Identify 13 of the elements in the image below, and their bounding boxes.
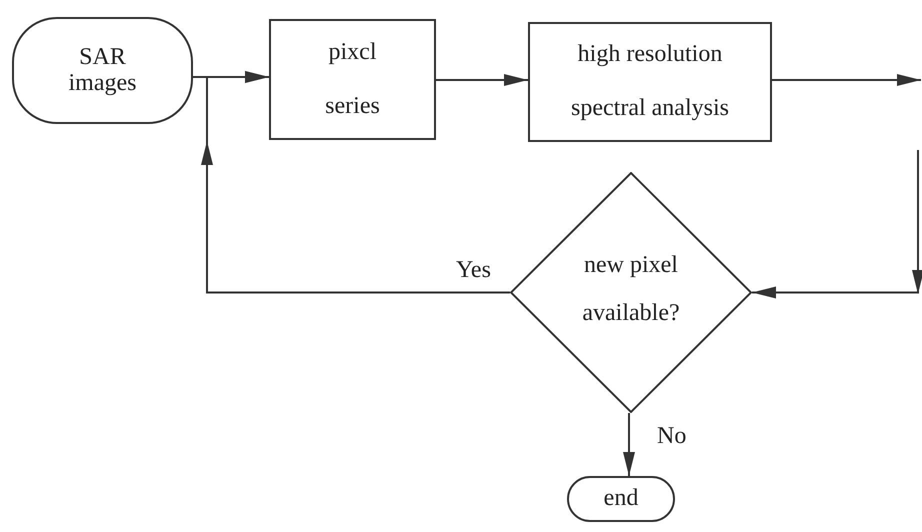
terminal-shape — [12, 17, 193, 124]
node-text: SAR images — [68, 45, 138, 96]
node-text: high resolution — [578, 42, 722, 68]
node-text: spectral analysis — [571, 96, 729, 122]
process-box — [269, 19, 436, 140]
node-text: pixcl — [328, 40, 376, 65]
node-text: end — [604, 486, 638, 512]
process-box — [528, 22, 772, 142]
decision-diamond — [510, 172, 752, 413]
node-text: new pixel — [584, 253, 678, 279]
node-text: series — [325, 94, 380, 120]
terminal-shape — [567, 476, 675, 522]
node-text: available? — [582, 301, 680, 327]
